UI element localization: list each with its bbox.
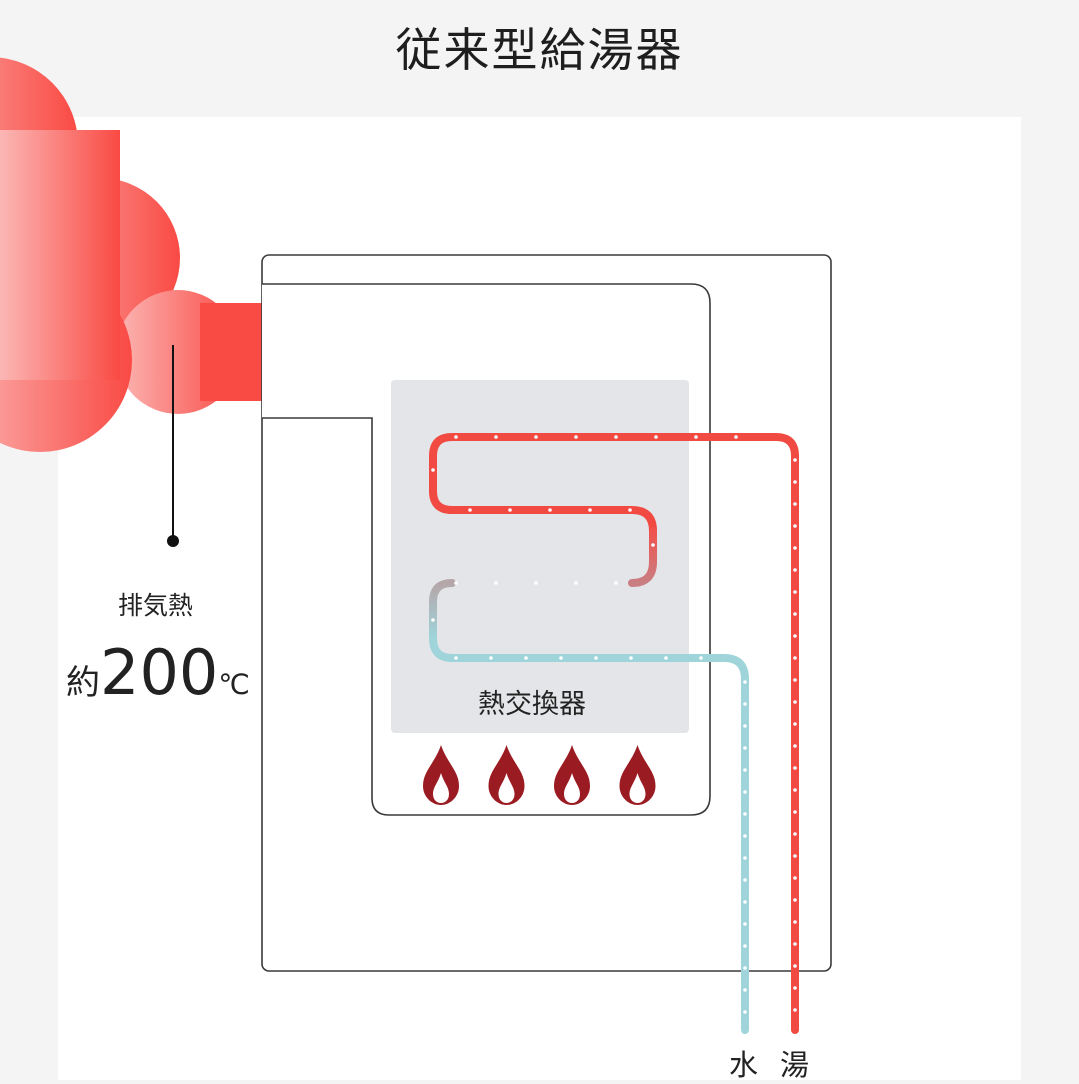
- pipe-dot: [574, 435, 578, 439]
- pipe-dot: [793, 964, 797, 968]
- pipe-dot: [534, 581, 538, 585]
- pipe-dot: [743, 812, 747, 816]
- pipe-dot: [743, 680, 747, 684]
- heat-exchanger-label: 熱交換器: [478, 689, 586, 720]
- pipe-dot: [793, 590, 797, 594]
- pipe-dot: [793, 942, 797, 946]
- pipe-dot: [793, 568, 797, 572]
- pipe-dot: [743, 988, 747, 992]
- pipe-dot: [743, 966, 747, 970]
- water-inlet-label: 水: [729, 1048, 759, 1082]
- temp-value: 200: [100, 636, 219, 709]
- pipe-dot: [629, 656, 633, 660]
- pipe-dots: [431, 435, 797, 1014]
- pipe-dot: [793, 744, 797, 748]
- pipe-coil: [429, 433, 799, 1034]
- pipe-dot: [793, 810, 797, 814]
- pipe-dot: [614, 581, 618, 585]
- pipe-dot: [793, 656, 797, 660]
- pipe-dot: [651, 543, 655, 547]
- pipe-dot: [793, 854, 797, 858]
- pipe-dot: [743, 944, 747, 948]
- pipe-dot: [793, 920, 797, 924]
- pipe-dot: [524, 656, 528, 660]
- exhaust-cloud: [0, 57, 295, 452]
- pipe-dot: [489, 656, 493, 660]
- pipe-dot: [574, 581, 578, 585]
- pipe-dot: [743, 768, 747, 772]
- pipe-dot: [793, 986, 797, 990]
- pipe-dot: [468, 508, 472, 512]
- pipe-dot: [793, 788, 797, 792]
- pipe-dot: [793, 700, 797, 704]
- pipe-dot: [793, 678, 797, 682]
- pipe-dot: [743, 878, 747, 882]
- pipe-dot: [588, 508, 592, 512]
- pipe-dot: [628, 508, 632, 512]
- pipe-dot: [664, 656, 668, 660]
- pipe-dot: [793, 634, 797, 638]
- pipe-dot: [793, 722, 797, 726]
- pipe-dot: [793, 612, 797, 616]
- pipe-dot: [793, 876, 797, 880]
- pipe-dot: [743, 724, 747, 728]
- pipe-dot: [793, 546, 797, 550]
- pipe-dot: [494, 435, 498, 439]
- pipe-dot: [743, 746, 747, 750]
- page-title: 従来型給湯器: [395, 23, 684, 77]
- pipe-dot: [594, 656, 598, 660]
- pipe-dot: [654, 435, 658, 439]
- hot-water-outlet-label: 湯: [780, 1048, 810, 1082]
- pipe-dot: [743, 1010, 747, 1014]
- pipe-dot: [793, 524, 797, 528]
- flame-icon: [488, 745, 525, 805]
- pipe-dot: [431, 618, 435, 622]
- pipe-dot: [793, 832, 797, 836]
- pipe-dot: [454, 656, 458, 660]
- pipe-dot: [534, 435, 538, 439]
- heater-housing: [261, 254, 832, 972]
- heat-exchanger-box: [391, 380, 689, 733]
- exhaust-heat-label: 排気熱: [118, 591, 194, 620]
- pipe-dot: [743, 702, 747, 706]
- pipe-dot: [793, 502, 797, 506]
- pipe-dot: [743, 856, 747, 860]
- pipe-dot: [743, 900, 747, 904]
- temp-unit: ℃: [218, 668, 250, 701]
- exhaust-pointer-dot: [167, 535, 179, 547]
- burner-flames: [423, 745, 656, 805]
- pipe-dot: [548, 508, 552, 512]
- pipe-dot: [793, 898, 797, 902]
- pipe-dot: [793, 1008, 797, 1012]
- temp-prefix: 約: [66, 663, 100, 703]
- pipe-dot: [743, 834, 747, 838]
- pipe-dot: [494, 581, 498, 585]
- pipe-dot: [743, 922, 747, 926]
- pipe-dot: [793, 458, 797, 462]
- pipe-dot: [431, 468, 435, 472]
- pipe-dot: [508, 508, 512, 512]
- flame-icon: [619, 745, 656, 805]
- pipe-dot: [699, 656, 703, 660]
- flame-icon: [423, 745, 459, 805]
- pipe-dot: [743, 790, 747, 794]
- pipe-dot: [694, 435, 698, 439]
- flame-icon: [554, 745, 590, 805]
- exhaust-temperature: 約200℃: [66, 636, 250, 709]
- pipe-dot: [454, 435, 458, 439]
- pipe-dot: [454, 581, 458, 585]
- pipe-dot: [793, 480, 797, 484]
- pipe-dot: [734, 435, 738, 439]
- pipe-dot: [614, 435, 618, 439]
- pipe-dot: [793, 766, 797, 770]
- pipe-dot: [559, 656, 563, 660]
